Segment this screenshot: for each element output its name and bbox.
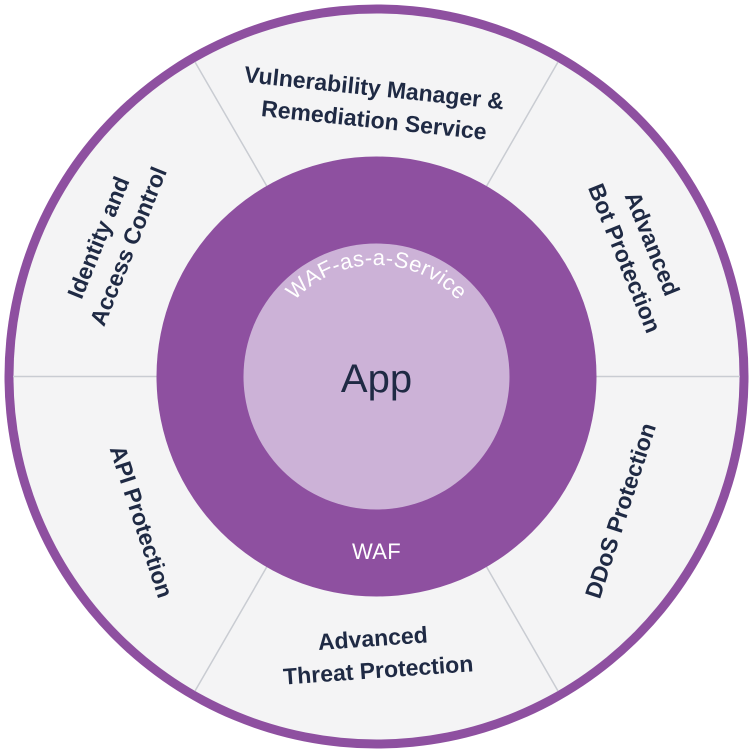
app-core bbox=[243, 243, 510, 510]
app-label: App bbox=[341, 357, 412, 401]
ring-label-bottom: WAF bbox=[352, 539, 401, 564]
